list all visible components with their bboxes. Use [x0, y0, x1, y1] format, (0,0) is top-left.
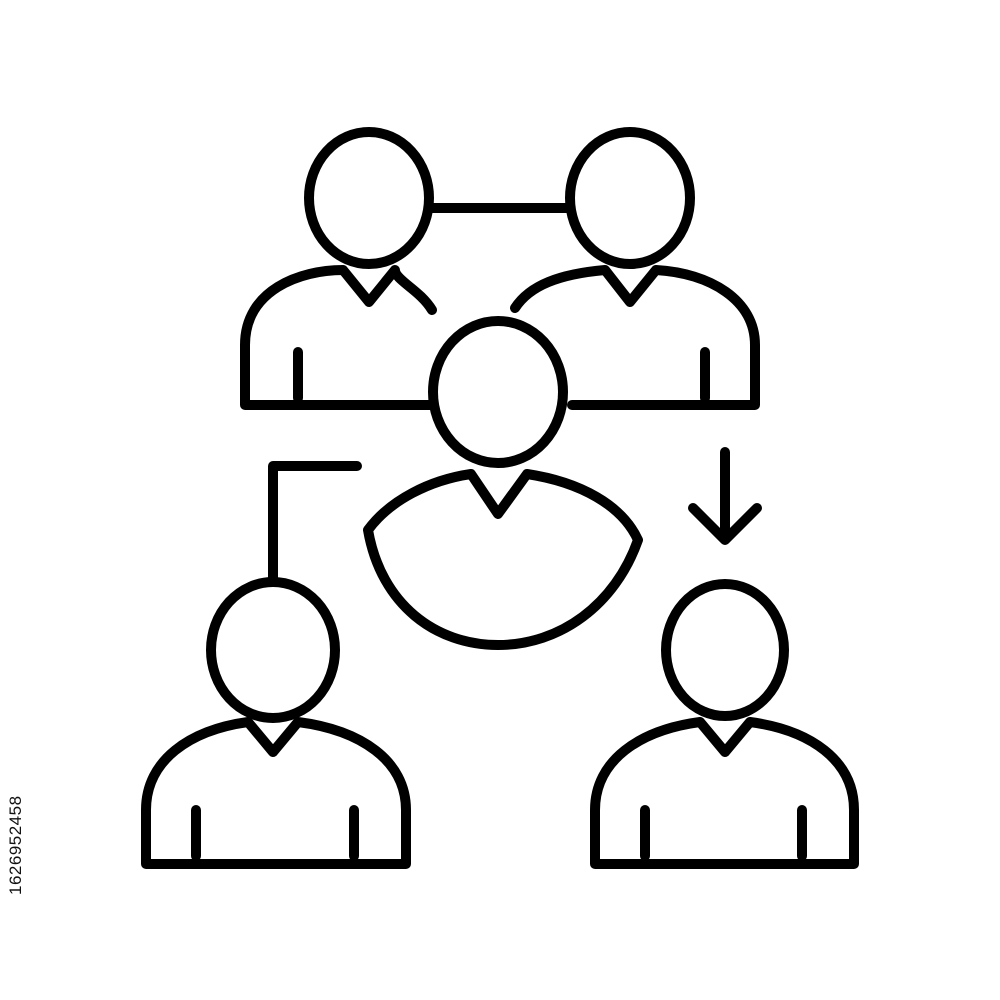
stock-id-label: 1626952458 [6, 795, 25, 895]
top-right-person [510, 127, 760, 410]
bottom-left-person [141, 577, 411, 869]
top-left-person [240, 127, 437, 410]
left-elbow-line [268, 461, 362, 587]
center-person [363, 316, 643, 650]
bottom-right-person [590, 579, 859, 869]
down-arrow [688, 447, 762, 545]
